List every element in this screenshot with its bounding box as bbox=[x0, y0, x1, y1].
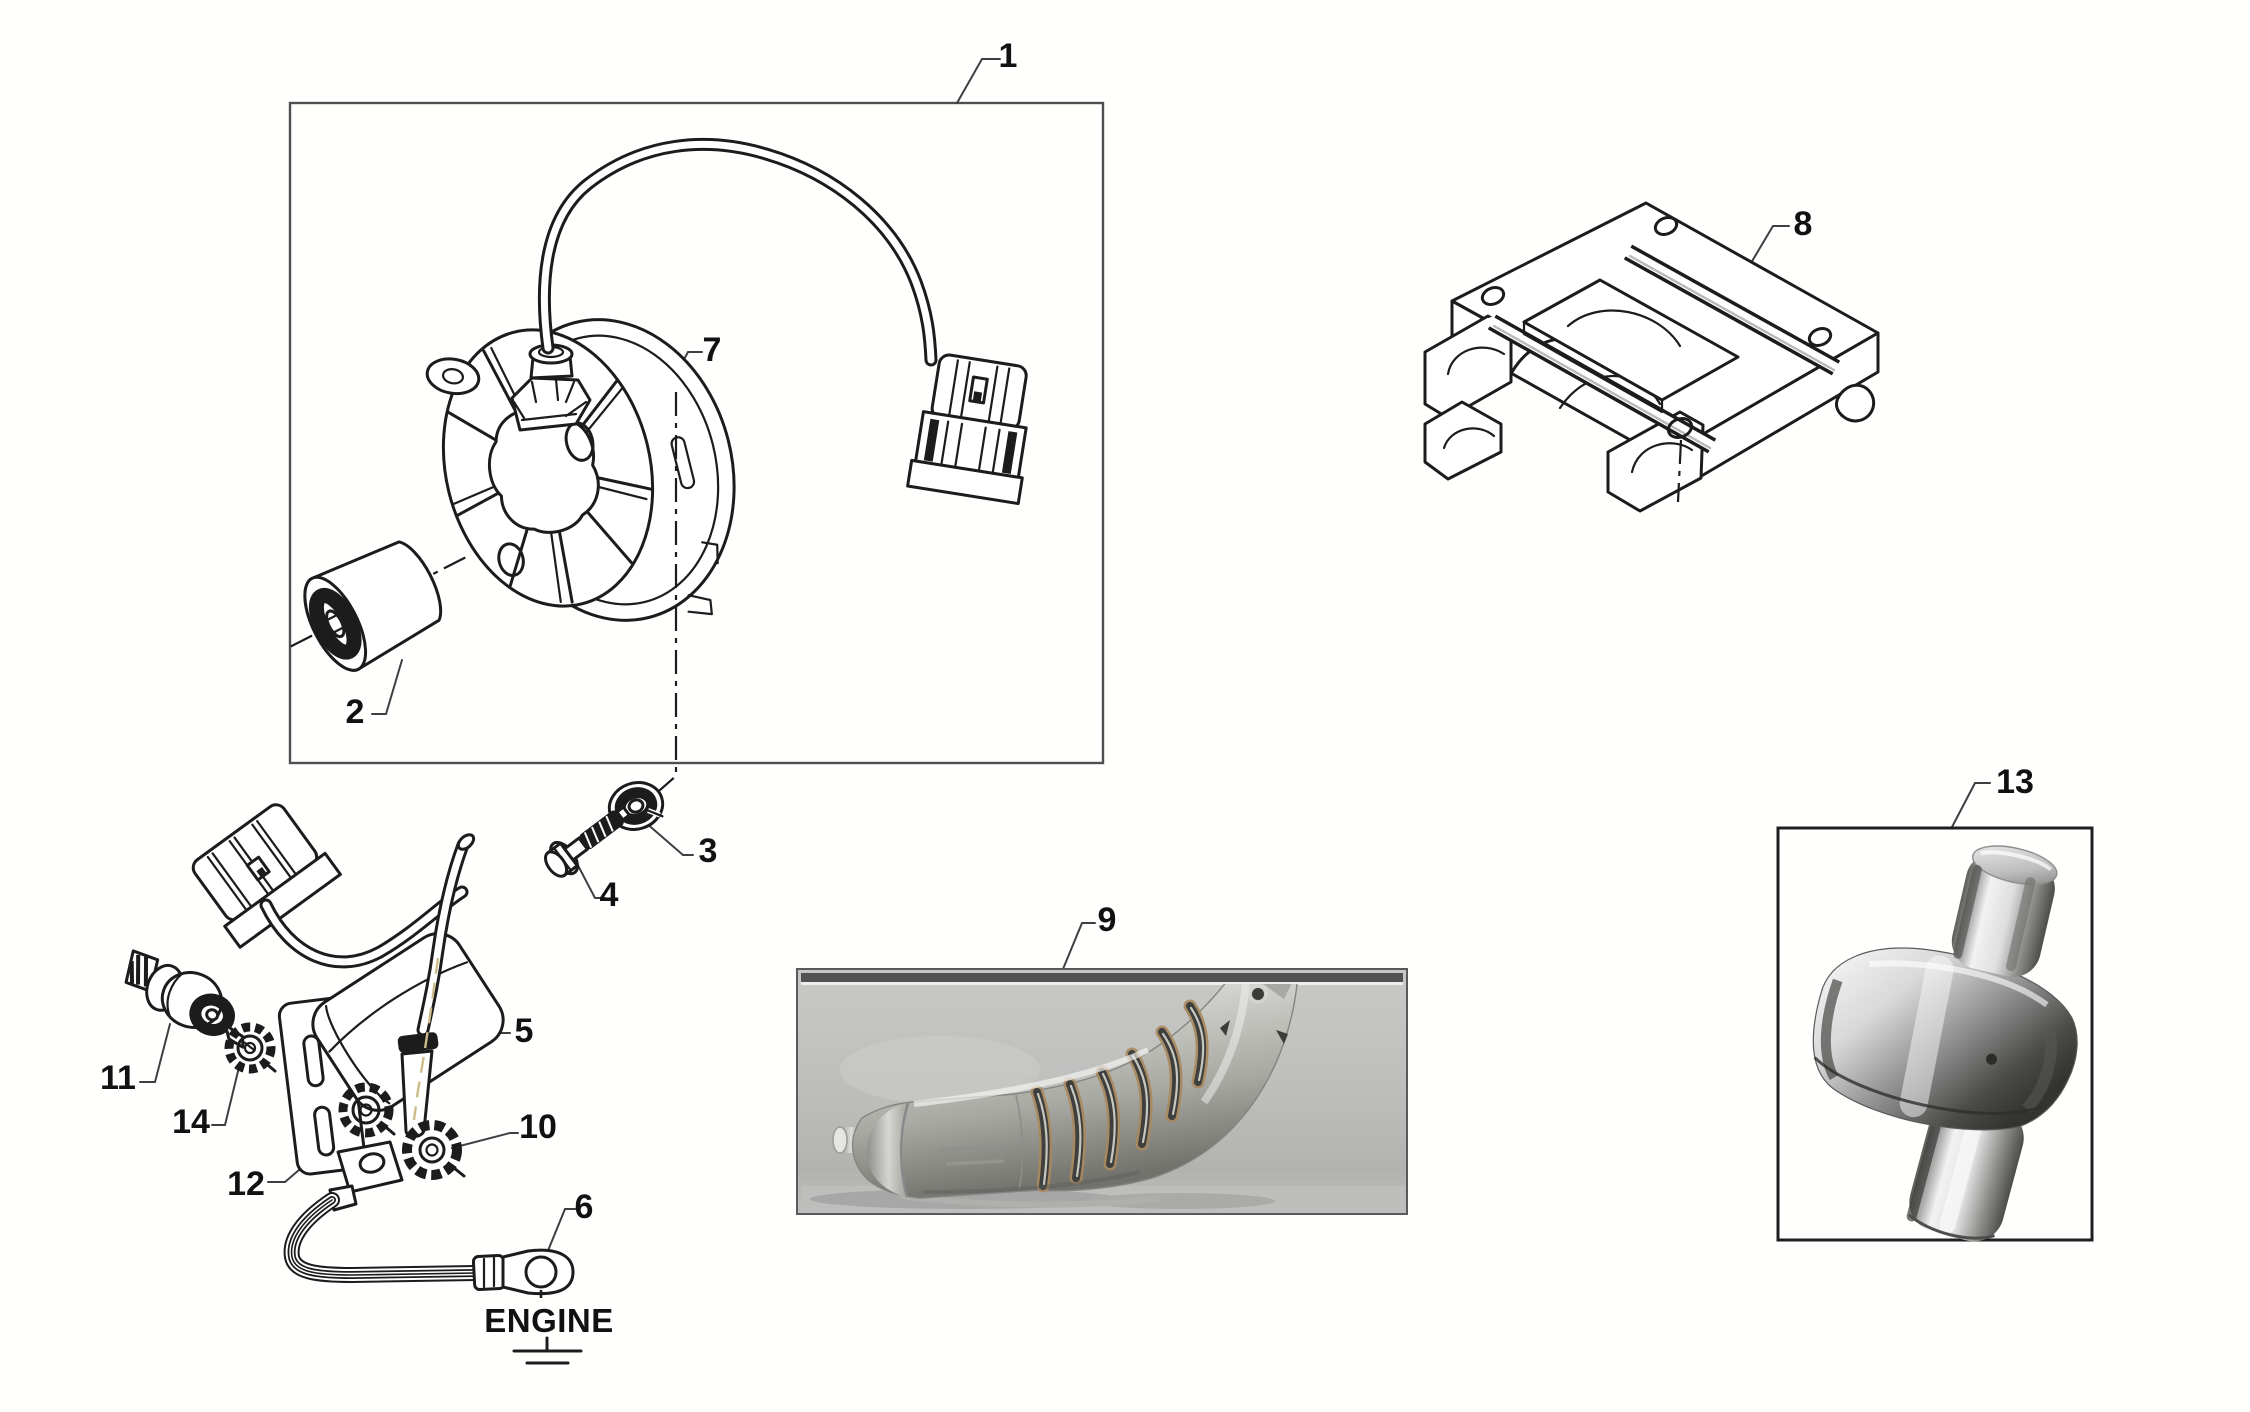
bushing-2-drawing bbox=[290, 540, 466, 672]
flywheel-rotor-drawing bbox=[425, 328, 655, 608]
ground-cable-6-drawing bbox=[283, 1140, 575, 1296]
flywheel-hub bbox=[510, 343, 592, 432]
sensor-11-drawing bbox=[124, 949, 256, 1052]
callout-4: 4 bbox=[599, 876, 619, 914]
exhaust-flange bbox=[1220, 984, 1292, 1044]
callout-1: 1 bbox=[998, 37, 1018, 75]
bolt-4-drawing bbox=[543, 805, 631, 878]
callout-2: 2 bbox=[345, 693, 365, 731]
callout-8: 8 bbox=[1793, 205, 1813, 243]
engine-ground-symbol bbox=[512, 1290, 583, 1365]
callout-3: 3 bbox=[698, 832, 718, 870]
weld-bands bbox=[1030, 999, 1209, 1193]
callout-12: 12 bbox=[227, 1165, 265, 1203]
stator-connector-drawing bbox=[906, 353, 1028, 506]
exhaust-reflection bbox=[810, 1189, 1275, 1209]
coil-body-drawing bbox=[311, 932, 505, 1112]
group-box-13 bbox=[1776, 826, 2094, 1242]
callout-6: 6 bbox=[574, 1188, 594, 1226]
exhaust-9-photo bbox=[796, 968, 1408, 1215]
callout-13: 13 bbox=[1996, 763, 2034, 801]
washer-14-drawing bbox=[224, 1022, 277, 1074]
callout-14: 14 bbox=[172, 1103, 210, 1141]
washer-12-drawing bbox=[338, 1082, 396, 1138]
callout-9: 9 bbox=[1097, 901, 1117, 939]
silencer-13-photo bbox=[1812, 845, 2078, 1242]
washer-10-drawing bbox=[402, 1120, 466, 1180]
callout-7: 7 bbox=[702, 331, 722, 369]
coil-connector-drawing bbox=[191, 803, 342, 949]
ht-lead-drawing bbox=[397, 833, 476, 1138]
leader-lines bbox=[139, 58, 1991, 1259]
group-box-1 bbox=[288, 101, 1105, 765]
callout-11: 11 bbox=[100, 1059, 136, 1097]
callout-5: 5 bbox=[514, 1012, 534, 1050]
reed-spacer-8-drawing bbox=[1423, 201, 1880, 513]
centerline-flywheel-bolt bbox=[651, 392, 678, 798]
callout-10: 10 bbox=[519, 1108, 557, 1146]
ring-terminal bbox=[471, 1248, 575, 1296]
engine-ground-label: ENGINE bbox=[484, 1302, 614, 1339]
stator-cable-drawing bbox=[537, 137, 938, 367]
